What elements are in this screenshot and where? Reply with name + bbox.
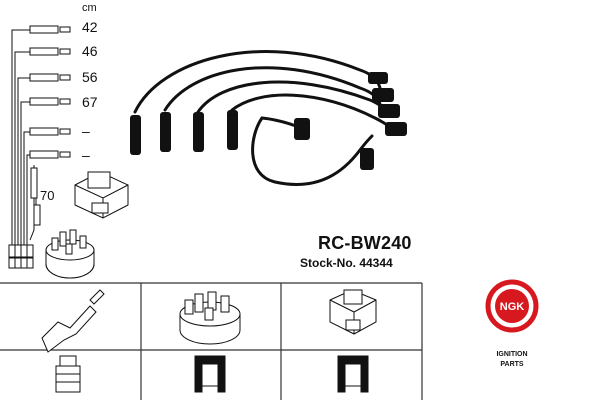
ignition-coil-grid-icon	[329, 289, 377, 335]
length-5: –	[82, 123, 90, 139]
ngk-logo: NGK	[485, 279, 539, 333]
length-side: 70	[40, 188, 55, 203]
length-4: 67	[82, 94, 98, 110]
cable-ends	[29, 25, 71, 226]
length-1: 42	[82, 19, 98, 35]
angled-boots	[294, 72, 407, 170]
brand-line2: PARTS	[500, 361, 524, 368]
tree-ends	[8, 244, 34, 269]
distributor-cap-icon	[45, 229, 95, 279]
terminal-nut-icon	[55, 355, 81, 393]
length-2: 46	[82, 43, 98, 59]
brand-line1: IGNITION	[496, 351, 528, 358]
length-6: –	[82, 147, 90, 163]
distributor-cap-grid-icon	[179, 291, 241, 345]
length-unit: cm	[82, 2, 97, 14]
parts-grid	[0, 282, 423, 400]
stock-number: Stock-No. 44344	[300, 256, 393, 270]
ignition-cables	[133, 50, 397, 186]
socket-connector-2-icon	[337, 355, 369, 393]
socket-connector-icon	[194, 355, 226, 393]
spark-plug-icon	[41, 289, 105, 353]
ngk-logo-text: NGK	[500, 301, 525, 313]
model-number: RC-BW240	[318, 233, 412, 253]
plug-boots	[130, 110, 238, 155]
ignition-coil-icon	[74, 171, 129, 219]
cable-tree	[11, 29, 37, 262]
length-3: 56	[82, 69, 98, 85]
